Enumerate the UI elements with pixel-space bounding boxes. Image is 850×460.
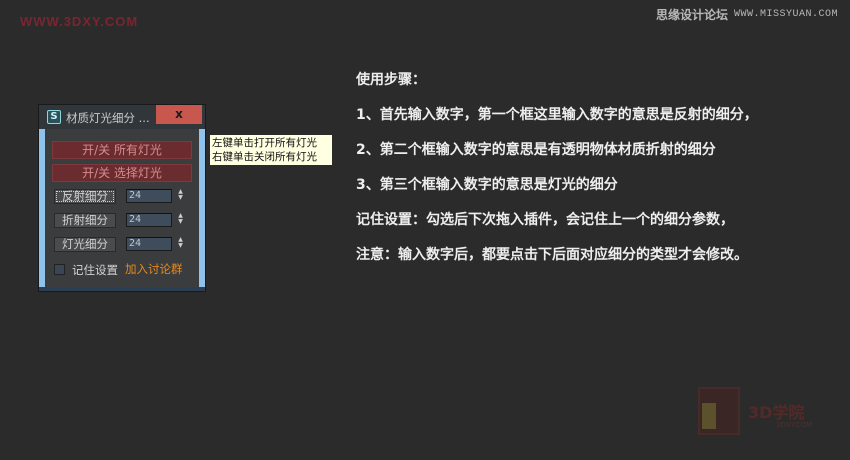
remember-settings-label[interactable]: 记住设置 — [72, 263, 118, 277]
reflection-spinner-arrows-icon[interactable]: ▲▼ — [178, 188, 183, 201]
instruction-step-3: 3、第三个框输入数字的意思是灯光的细分 — [356, 177, 618, 193]
tooltip-line-1: 左键单击打开所有灯光 — [212, 137, 317, 149]
remember-settings-checkbox[interactable] — [54, 264, 65, 275]
light-subdivision-input[interactable]: 24 — [126, 237, 172, 251]
dialog-border-right — [199, 129, 205, 287]
toggle-all-lights-button[interactable]: 开/关 所有灯光 — [52, 141, 192, 159]
refraction-subdivision-input[interactable]: 24 — [126, 213, 172, 227]
watermark-missyuan: 思缘设计论坛 WWW.MISSYUAN.COM — [656, 6, 838, 23]
instructions-panel: 使用步骤： 1、首先输入数字，第一个框这里输入数字的意思是反射的细分， 2、第二… — [356, 70, 758, 280]
instruction-remember: 记住设置：勾选后下次拖入插件，会记住上一个的细分参数， — [356, 212, 734, 228]
join-discussion-group-link[interactable]: 加入讨论群 — [125, 262, 183, 276]
watermark-missyuan-cn: 思缘设计论坛 — [655, 8, 728, 22]
3dsmax-app-icon: S — [47, 110, 61, 124]
reflection-subdivision-input[interactable]: 24 — [126, 189, 172, 203]
refraction-spinner-arrows-icon[interactable]: ▲▼ — [178, 212, 183, 225]
dialog-title: 材质灯光细分 ... — [66, 111, 150, 125]
toggle-selected-lights-button[interactable]: 开/关 选择灯光 — [52, 164, 192, 182]
dialog-titlebar[interactable]: S 材质灯光细分 ... x — [39, 105, 205, 129]
watermark-3dxy: WWW.3DXY.COM — [20, 14, 139, 29]
tooltip-line-2: 右键单击关闭所有灯光 — [212, 151, 317, 163]
reflection-subdivision-button[interactable]: 反射细分 — [54, 189, 116, 204]
3dxy-logo: 3D学院 3DXY.COM — [698, 387, 838, 437]
cube-logo-icon — [698, 387, 740, 435]
close-button[interactable]: x — [156, 105, 202, 124]
material-light-subdivision-dialog: S 材质灯光细分 ... x 开/关 所有灯光 开/关 选择灯光 反射细分 24… — [38, 104, 206, 292]
logo-text: 3D学院 — [748, 403, 805, 422]
light-subdivision-button[interactable]: 灯光细分 — [54, 237, 116, 252]
refraction-subdivision-button[interactable]: 折射细分 — [54, 213, 116, 228]
instruction-step-2: 2、第二个框输入数字的意思是有透明物体材质折射的细分 — [356, 142, 716, 158]
instruction-step-1: 1、首先输入数字，第一个框这里输入数字的意思是反射的细分， — [356, 107, 758, 123]
dialog-content: 开/关 所有灯光 开/关 选择灯光 反射细分 24 ▲▼ 折射细分 24 ▲▼ … — [45, 129, 199, 287]
tooltip: 左键单击打开所有灯光 右键单击关闭所有灯光 — [209, 134, 333, 166]
dialog-border-bottom — [39, 287, 205, 291]
instruction-note: 注意：输入数字后，都要点击下后面对应细分的类型才会修改。 — [356, 247, 748, 263]
logo-subtext: 3DXY.COM — [776, 421, 813, 429]
light-spinner-arrows-icon[interactable]: ▲▼ — [178, 236, 183, 249]
watermark-missyuan-url: WWW.MISSYUAN.COM — [733, 9, 838, 20]
instructions-heading: 使用步骤： — [356, 72, 426, 88]
dialog-border-left — [39, 129, 45, 287]
